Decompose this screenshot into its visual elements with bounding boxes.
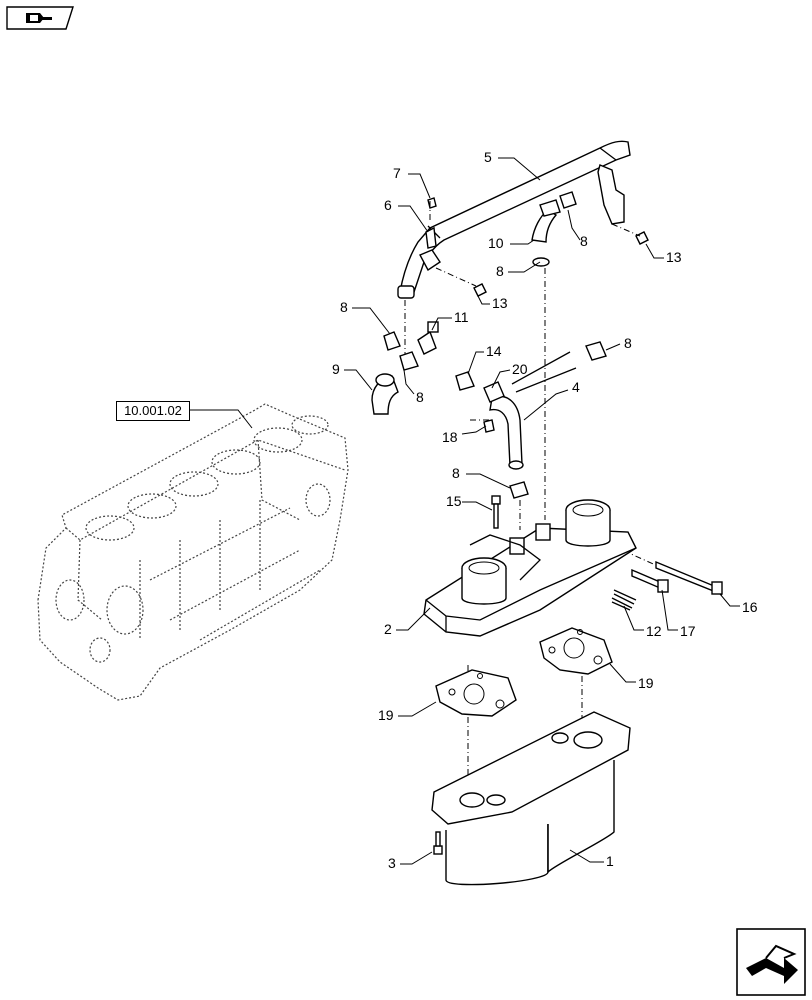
callout-1: 1	[606, 853, 614, 869]
callout-leaders	[344, 157, 740, 865]
book-icon[interactable]	[6, 6, 74, 30]
bolt-15	[491, 495, 501, 529]
callout-18: 18	[442, 429, 458, 445]
bolt-16	[655, 560, 723, 595]
callout-8c: 8	[340, 299, 348, 315]
callout-14: 14	[486, 343, 502, 359]
callout-6: 6	[384, 197, 392, 213]
housing-2	[423, 499, 637, 637]
callout-8f: 8	[452, 465, 460, 481]
callout-17: 17	[680, 623, 696, 639]
callout-8d: 8	[416, 389, 424, 405]
callout-5: 5	[484, 149, 492, 165]
callout-20: 20	[512, 361, 528, 377]
engine-block-outline	[37, 403, 349, 701]
reference-leader	[188, 409, 253, 429]
callout-15: 15	[446, 493, 462, 509]
spring-12	[611, 589, 637, 611]
callout-9: 9	[332, 361, 340, 377]
callout-8a: 8	[580, 233, 588, 249]
callout-13a: 13	[666, 249, 682, 265]
reference-link-box[interactable]: 10.001.02	[116, 401, 190, 421]
callout-16: 16	[742, 599, 758, 615]
callout-19a: 19	[638, 675, 654, 691]
next-page-arrow-icon[interactable]	[736, 928, 806, 996]
callout-4: 4	[572, 379, 580, 395]
callout-3: 3	[388, 855, 396, 871]
callout-7: 7	[393, 165, 401, 181]
callout-2: 2	[384, 621, 392, 637]
bolt-17	[631, 568, 669, 593]
callout-8e: 8	[624, 335, 632, 351]
callout-8b: 8	[496, 263, 504, 279]
callout-11: 11	[454, 309, 469, 325]
hose-4-assembly	[455, 341, 607, 499]
callout-13b: 13	[492, 295, 508, 311]
water-pipe-5	[397, 140, 631, 299]
bolt-3	[433, 831, 443, 855]
gasket-19-left	[435, 669, 517, 717]
callout-12: 12	[646, 623, 662, 639]
callout-19b: 19	[378, 707, 394, 723]
callout-10: 10	[488, 235, 504, 251]
oil-cooler-1	[431, 711, 631, 886]
gasket-19-right	[539, 627, 613, 675]
